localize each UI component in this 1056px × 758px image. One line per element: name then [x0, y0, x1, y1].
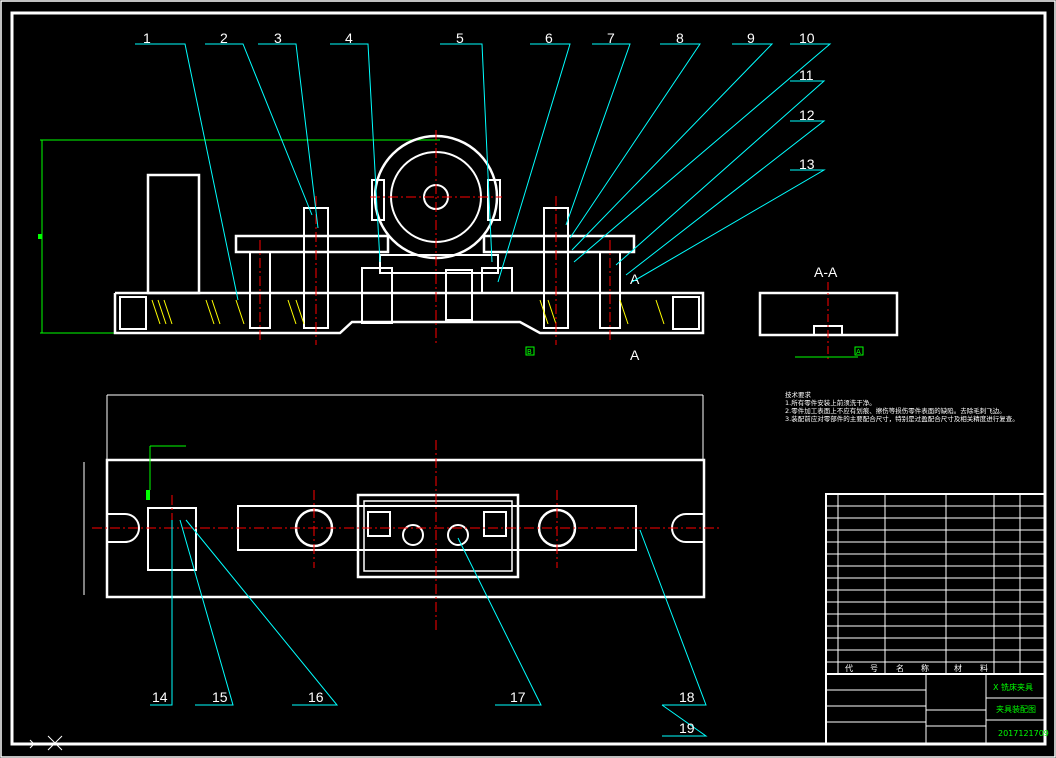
header-col-5: 材 [954, 663, 962, 673]
balloon-6: 6 [545, 30, 553, 46]
balloon-5: 5 [456, 30, 464, 46]
balloon-17: 17 [510, 689, 526, 705]
header-col-3: 名 [896, 663, 904, 673]
front-view [38, 130, 705, 345]
parts-list-header: 代 号 名 称 材 料 [845, 663, 988, 673]
header-col-4: 称 [921, 663, 929, 673]
ucs-icon [14, 735, 63, 751]
sheet-inner-frame [10, 11, 1047, 746]
balloon-19: 19 [679, 720, 695, 736]
header-col-6: 料 [980, 663, 988, 673]
header-col-1: 代 [845, 663, 853, 673]
balloon-9: 9 [747, 30, 755, 46]
balloon-15: 15 [212, 689, 228, 705]
datum-a: A [856, 348, 861, 356]
section-label: A-A [814, 264, 838, 280]
datum-a-box [854, 346, 864, 356]
balloon-11: 11 [799, 67, 814, 83]
header-col-2: 号 [870, 664, 878, 673]
tech-requirement-1: 1.所有零件安装上前须洗干净。 [785, 398, 876, 407]
datum-b-box [525, 346, 535, 356]
balloon-10: 10 [799, 30, 815, 46]
section-mark-bottom: A [630, 347, 640, 363]
balloon-13: 13 [799, 156, 815, 172]
balloon-4: 4 [345, 30, 353, 46]
section-view-a-a [758, 282, 899, 360]
balloon-18: 18 [679, 689, 695, 705]
parts-list [825, 493, 1046, 745]
balloon-7: 7 [607, 30, 615, 46]
balloon-16: 16 [308, 689, 324, 705]
balloon-14: 14 [152, 689, 168, 705]
balloon-12: 12 [799, 107, 815, 123]
technical-requirements: 技术要求 1.所有零件安装上前须洗干净。 2.零件加工表面上不应有划痕、擦伤等损… [785, 390, 1019, 423]
balloon-2: 2 [220, 30, 228, 46]
balloon-3: 3 [274, 30, 282, 46]
drawing-number: 2017121709 [998, 729, 1049, 738]
tech-requirement-3: 3.装配前应对零部件的主要配合尺寸，特别是过盈配合尺寸及相关精度进行复查。 [785, 414, 1019, 423]
top-view [83, 394, 720, 630]
balloon-1: 1 [143, 30, 151, 46]
tech-requirement-2: 2.零件加工表面上不应有划痕、擦伤等损伤零件表面的缺陷。去除毛刺飞边。 [785, 406, 1006, 415]
balloon-8: 8 [676, 30, 684, 46]
balloon-labels: 1 2 3 4 5 6 7 8 9 10 11 12 13 14 15 16 1… [143, 30, 815, 736]
datum-b: B [527, 348, 532, 356]
section-mark-top: A [630, 271, 640, 287]
drawing-name-1: X 铣床夹具 [993, 682, 1033, 692]
drawing-name-2: 夹具装配图 [996, 704, 1036, 714]
leader-lines [135, 43, 832, 737]
tech-requirements-title: 技术要求 [785, 390, 812, 399]
